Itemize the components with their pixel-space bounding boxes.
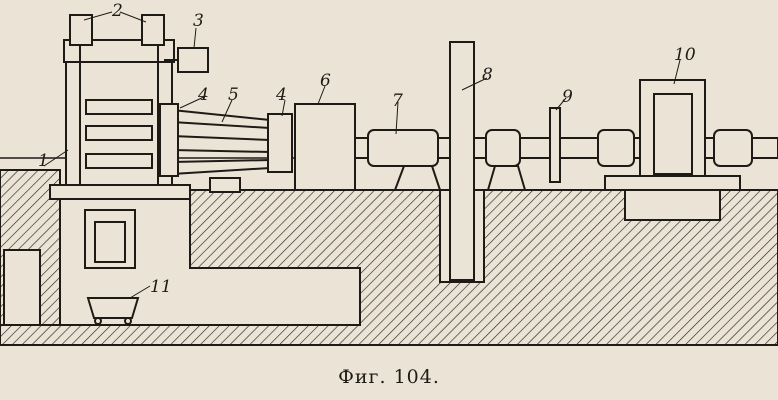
flywheel [449, 41, 475, 281]
label-8: 8 [482, 65, 493, 85]
motor [639, 79, 706, 181]
label-11: 11 [150, 277, 172, 297]
label-4b: 4 [275, 85, 287, 105]
figure-caption: Фиг. 104. [338, 366, 440, 388]
label-4a: 4 [197, 85, 209, 105]
label-7: 7 [392, 91, 403, 111]
trolley [86, 297, 140, 319]
label-9: 9 [562, 87, 573, 107]
label-1: 1 [38, 151, 49, 171]
label-2: 2 [111, 1, 123, 21]
label-5: 5 [228, 85, 239, 105]
coupling [549, 107, 561, 183]
label-10: 10 [674, 45, 696, 65]
label-3: 3 [193, 11, 204, 31]
pinion-stand [294, 103, 356, 191]
foundation-platform [0, 189, 778, 346]
label-6: 6 [320, 71, 331, 91]
